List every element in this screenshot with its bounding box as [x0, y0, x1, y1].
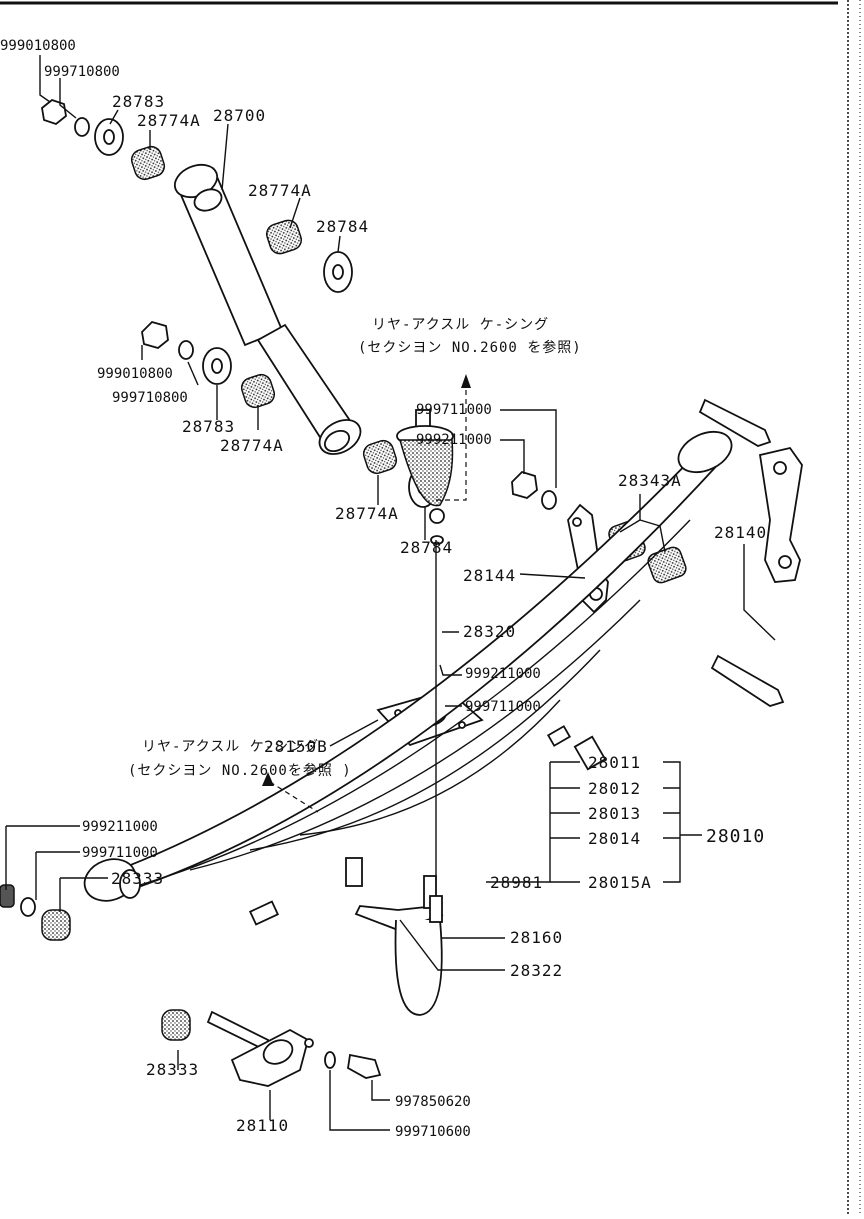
label-28981: 28981 [490, 873, 543, 892]
label-999211000-a: 999211000 [416, 432, 492, 448]
label-28783-top: 28783 [112, 92, 165, 111]
label-999211000-b: 999211000 [465, 666, 541, 682]
label-999010800-mid: 999010800 [97, 366, 173, 382]
label-28700: 28700 [213, 106, 266, 125]
bump-stopper-28320 [396, 409, 454, 507]
nut-top [41, 98, 67, 126]
label-28333-bottom: 28333 [146, 1060, 199, 1079]
label-28015A: 28015A [588, 873, 652, 892]
label-999711000-b: 999711000 [465, 699, 541, 715]
label-28774A-mid: 28774A [220, 436, 284, 455]
label-999710600: 999710600 [395, 1124, 471, 1140]
washer-hanger [304, 1038, 314, 1048]
label-28320: 28320 [463, 622, 516, 641]
washer-997 [324, 1051, 336, 1069]
shock-absorber [173, 163, 362, 455]
ref2-arrow [262, 772, 274, 786]
label-997850620: 997850620 [395, 1094, 471, 1110]
label-28110: 28110 [236, 1116, 289, 1135]
rubber-bushing-mid [240, 373, 276, 409]
leaf-spring-28010 [83, 430, 733, 926]
label-999711000-c: 999711000 [82, 845, 158, 861]
ref1-arrow [461, 374, 471, 388]
nut-left [0, 884, 15, 908]
ref2-line2: (セクシヨン NO.2600を参照 ) [128, 762, 352, 779]
label-28014: 28014 [588, 829, 641, 848]
bolt-997850620 [347, 1053, 382, 1079]
label-999710800-mid: 999710800 [112, 390, 188, 406]
washer-top [74, 117, 90, 137]
hanger-28110 [206, 1010, 310, 1087]
ref1-line2: (セクシヨン NO.2600 を参照) [358, 339, 582, 356]
label-28144: 28144 [463, 566, 516, 585]
label-28784-upper: 28784 [316, 217, 369, 236]
label-28010: 28010 [706, 826, 765, 847]
label-28774A-lower: 28774A [335, 504, 399, 523]
rubber-bushing-28333-bottom [161, 1009, 191, 1041]
label-28011: 28011 [588, 753, 641, 772]
ref1-dashed-leader [432, 390, 467, 501]
u-bolt-28160 [354, 875, 444, 1016]
nut-axle-mount [511, 470, 538, 499]
rubber-bushing-upper-right [265, 219, 303, 255]
rubber-bushing-28333-left [41, 909, 71, 941]
rubber-bushing-top [130, 145, 166, 181]
label-28774A-top: 28774A [137, 111, 201, 130]
label-28322: 28322 [510, 961, 563, 980]
label-28160: 28160 [510, 928, 563, 947]
reference-notes: リヤ-アクスル ケ-シング (セクシヨン NO.2600 を参照) リヤ-アクス… [128, 317, 582, 779]
rubber-bushing-lower [362, 439, 398, 475]
washer-axle-mount [541, 490, 557, 510]
ref2-line1: リヤ-アクスル ケ-シング [142, 739, 319, 755]
label-28343A: 28343A [618, 471, 682, 490]
ref1-line1: リヤ-アクスル ケ-シング [372, 317, 549, 333]
label-999211000-c: 999211000 [82, 819, 158, 835]
label-28784-lower: 28784 [400, 538, 453, 557]
nut-mid [141, 320, 169, 349]
label-28783-mid: 28783 [182, 417, 235, 436]
washer-bump [430, 535, 444, 545]
label-28774A-upper-right: 28774A [248, 181, 312, 200]
ref2-dashed-leader [269, 781, 319, 813]
label-28013: 28013 [588, 804, 641, 823]
leader-lines [5, 55, 776, 1131]
label-28012: 28012 [588, 779, 641, 798]
shackle-28140 [698, 398, 803, 707]
washer-left [20, 897, 36, 917]
label-28150B: 28150B [264, 737, 328, 756]
label-28333-left: 28333 [111, 869, 164, 888]
label-999710800-top: 999710800 [44, 64, 120, 80]
label-28140: 28140 [714, 523, 767, 542]
nut-bump [429, 508, 445, 524]
part-labels: 999010800 999710800 28783 28774A 28700 2… [0, 38, 767, 1140]
label-999711000-a: 999711000 [416, 402, 492, 418]
label-999010800-top: 999010800 [0, 38, 76, 54]
bushing-28343A-b [647, 546, 687, 584]
washer-mid [178, 340, 194, 360]
